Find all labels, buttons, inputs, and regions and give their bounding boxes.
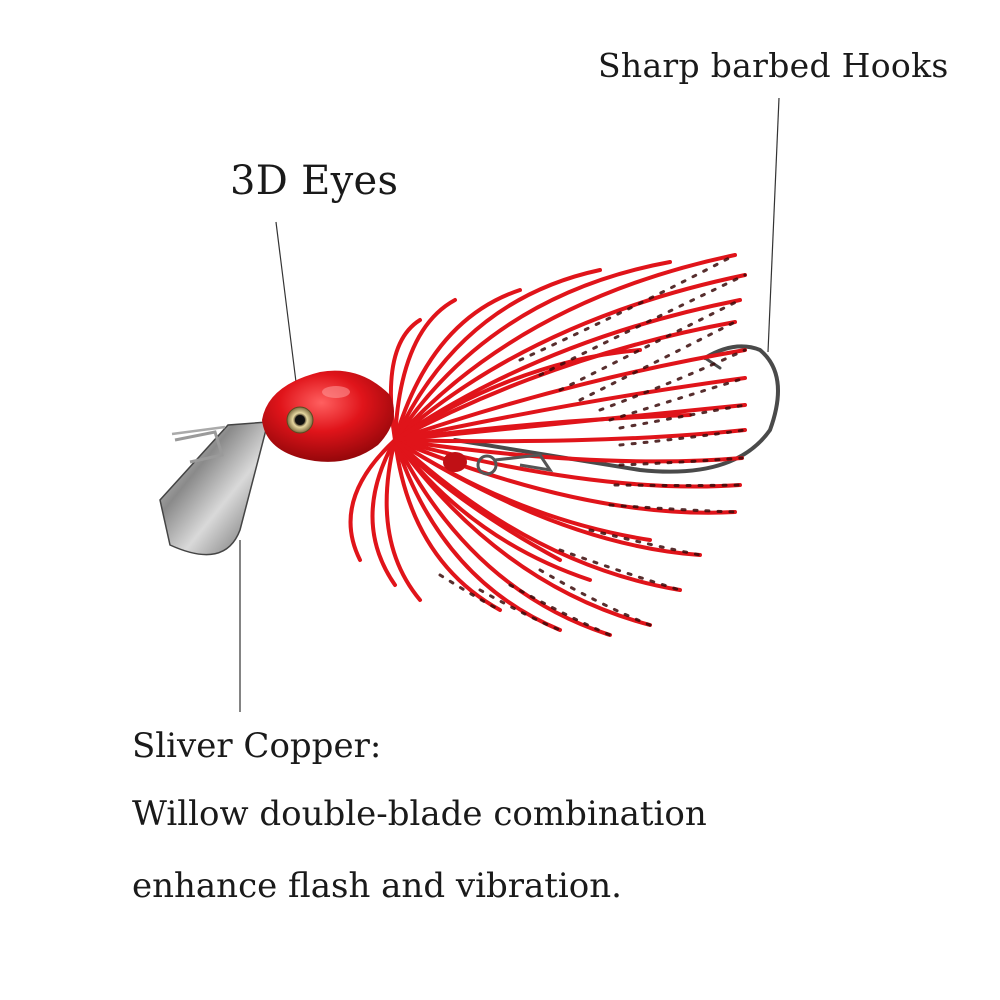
rubber-skirt [348, 253, 747, 637]
trailer-keeper [476, 453, 554, 476]
jig-head [262, 370, 394, 462]
blade-description-line: enhance flash and vibration. [132, 866, 622, 906]
chatter-blade [159, 421, 269, 556]
blade-description-line: Willow double-blade combination [132, 794, 707, 834]
hooks-label: Sharp barbed Hooks [598, 46, 949, 85]
blade-description-title: Sliver Copper: [132, 726, 382, 766]
skirt-collar [443, 452, 467, 472]
hooks-leader-line [767, 97, 780, 353]
eyes-label: 3D Eyes [230, 158, 399, 204]
eyes-leader-line [275, 221, 299, 399]
